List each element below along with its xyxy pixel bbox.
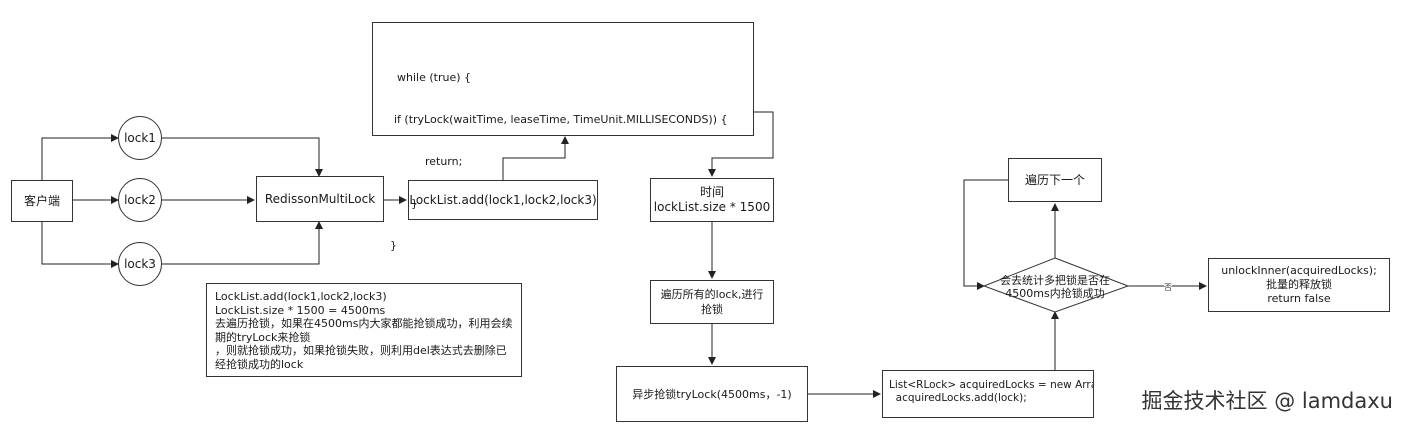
async-trylock-box: 异步抢锁tryLock(4500ms，-1) xyxy=(616,366,808,422)
note-line: 经抢锁成功的lock xyxy=(215,357,304,371)
decision-label-line1: 会去统计多把锁是否在 xyxy=(1000,274,1110,287)
edge-code-time xyxy=(708,111,774,177)
while-loop-code-block: while (true) { if (tryLock(waitTime, lea… xyxy=(372,22,754,252)
note-line: LockList.add(lock1,lock2,lock3) xyxy=(215,290,387,303)
explanation-note: LockList.add(lock1,lock2,lock3) LockList… xyxy=(206,283,522,377)
multilock-box: RedissonMultiLock xyxy=(256,176,384,222)
unlock-box: unlockInner(acquiredLocks); 批量的释放锁 retur… xyxy=(1208,258,1390,312)
unlock-label-line1: unlockInner(acquiredLocks); xyxy=(1221,264,1377,277)
decision-diamond-shape xyxy=(982,257,1130,313)
iterate-label-line1: 遍历所有的lock,进行 xyxy=(660,288,764,301)
edge-client-lock1 xyxy=(41,134,119,180)
note-line: LockList.size * 1500 = 4500ms xyxy=(215,303,386,317)
time-box: 时间 lockList.size * 1500 xyxy=(650,178,774,222)
note-line: 去遍历抢锁，如果在4500ms内大家都能抢锁成功，利用会续 xyxy=(215,317,513,330)
lock1-label: lock1 xyxy=(124,130,156,145)
next-item-box: 遍历下一个 xyxy=(1008,158,1102,202)
client-label: 客户端 xyxy=(23,193,60,208)
edge-next-decision xyxy=(963,179,1008,290)
note-line: ，则就抢锁成功，如果抢锁失败，则利用del表达式去删除已 xyxy=(215,344,507,357)
code-line: return; xyxy=(397,155,463,168)
next-item-label: 遍历下一个 xyxy=(1024,172,1085,187)
iterate-label-line2: 抢锁 xyxy=(701,303,723,316)
acquired-locks-box: List<RLock> acquiredLocks = new ArrayLis… xyxy=(882,370,1094,418)
time-label-line2: lockList.size * 1500 xyxy=(653,200,771,214)
client-box: 客户端 xyxy=(11,180,73,222)
edge-client-lock3 xyxy=(41,222,119,268)
code-line: while (true) { xyxy=(397,71,471,84)
edge-lock1-multilock xyxy=(162,137,323,177)
async-trylock-label: 异步抢锁tryLock(4500ms，-1) xyxy=(632,387,792,401)
lock1-circle: lock1 xyxy=(118,116,162,160)
lock2-label: lock2 xyxy=(124,192,156,207)
decision-label-line2: 4500ms内抢锁成功 xyxy=(1005,287,1105,300)
watermark: 掘金技术社区 @ lamdaxu xyxy=(1141,389,1393,413)
unlock-label-line3: return false xyxy=(1267,292,1331,305)
lock3-label: lock3 xyxy=(124,256,156,271)
acquired-line2: acquiredLocks.add(lock); xyxy=(889,392,1027,404)
code-line: } xyxy=(390,239,397,252)
locklist-add-box: LockList.add(lock1,lock2,lock3) xyxy=(408,180,598,220)
note-line: 期的tryLock来抢锁 xyxy=(215,330,311,344)
edge-locklist-code xyxy=(502,136,569,180)
lock3-circle: lock3 xyxy=(118,242,162,286)
locklist-add-label: LockList.add(lock1,lock2,lock3) xyxy=(409,192,597,207)
lock2-circle: lock2 xyxy=(118,178,162,222)
edge-label-no: 否 xyxy=(1164,282,1172,293)
multilock-label: RedissonMultiLock xyxy=(264,191,376,206)
edge-lock3-multilock xyxy=(162,221,323,265)
acquired-line1: List<RLock> acquiredLocks = new ArrayLis… xyxy=(889,379,1093,391)
iterate-locks-box: 遍历所有的lock,进行 抢锁 xyxy=(650,280,774,324)
code-line: if (tryLock(waitTime, leaseTime, TimeUni… xyxy=(394,113,728,126)
unlock-label-line2: 批量的释放锁 xyxy=(1266,278,1332,291)
decision-text: 会去统计多把锁是否在 4500ms内抢锁成功 xyxy=(990,272,1120,302)
code-line: } xyxy=(397,197,418,210)
time-label-line1: 时间 xyxy=(699,185,724,199)
